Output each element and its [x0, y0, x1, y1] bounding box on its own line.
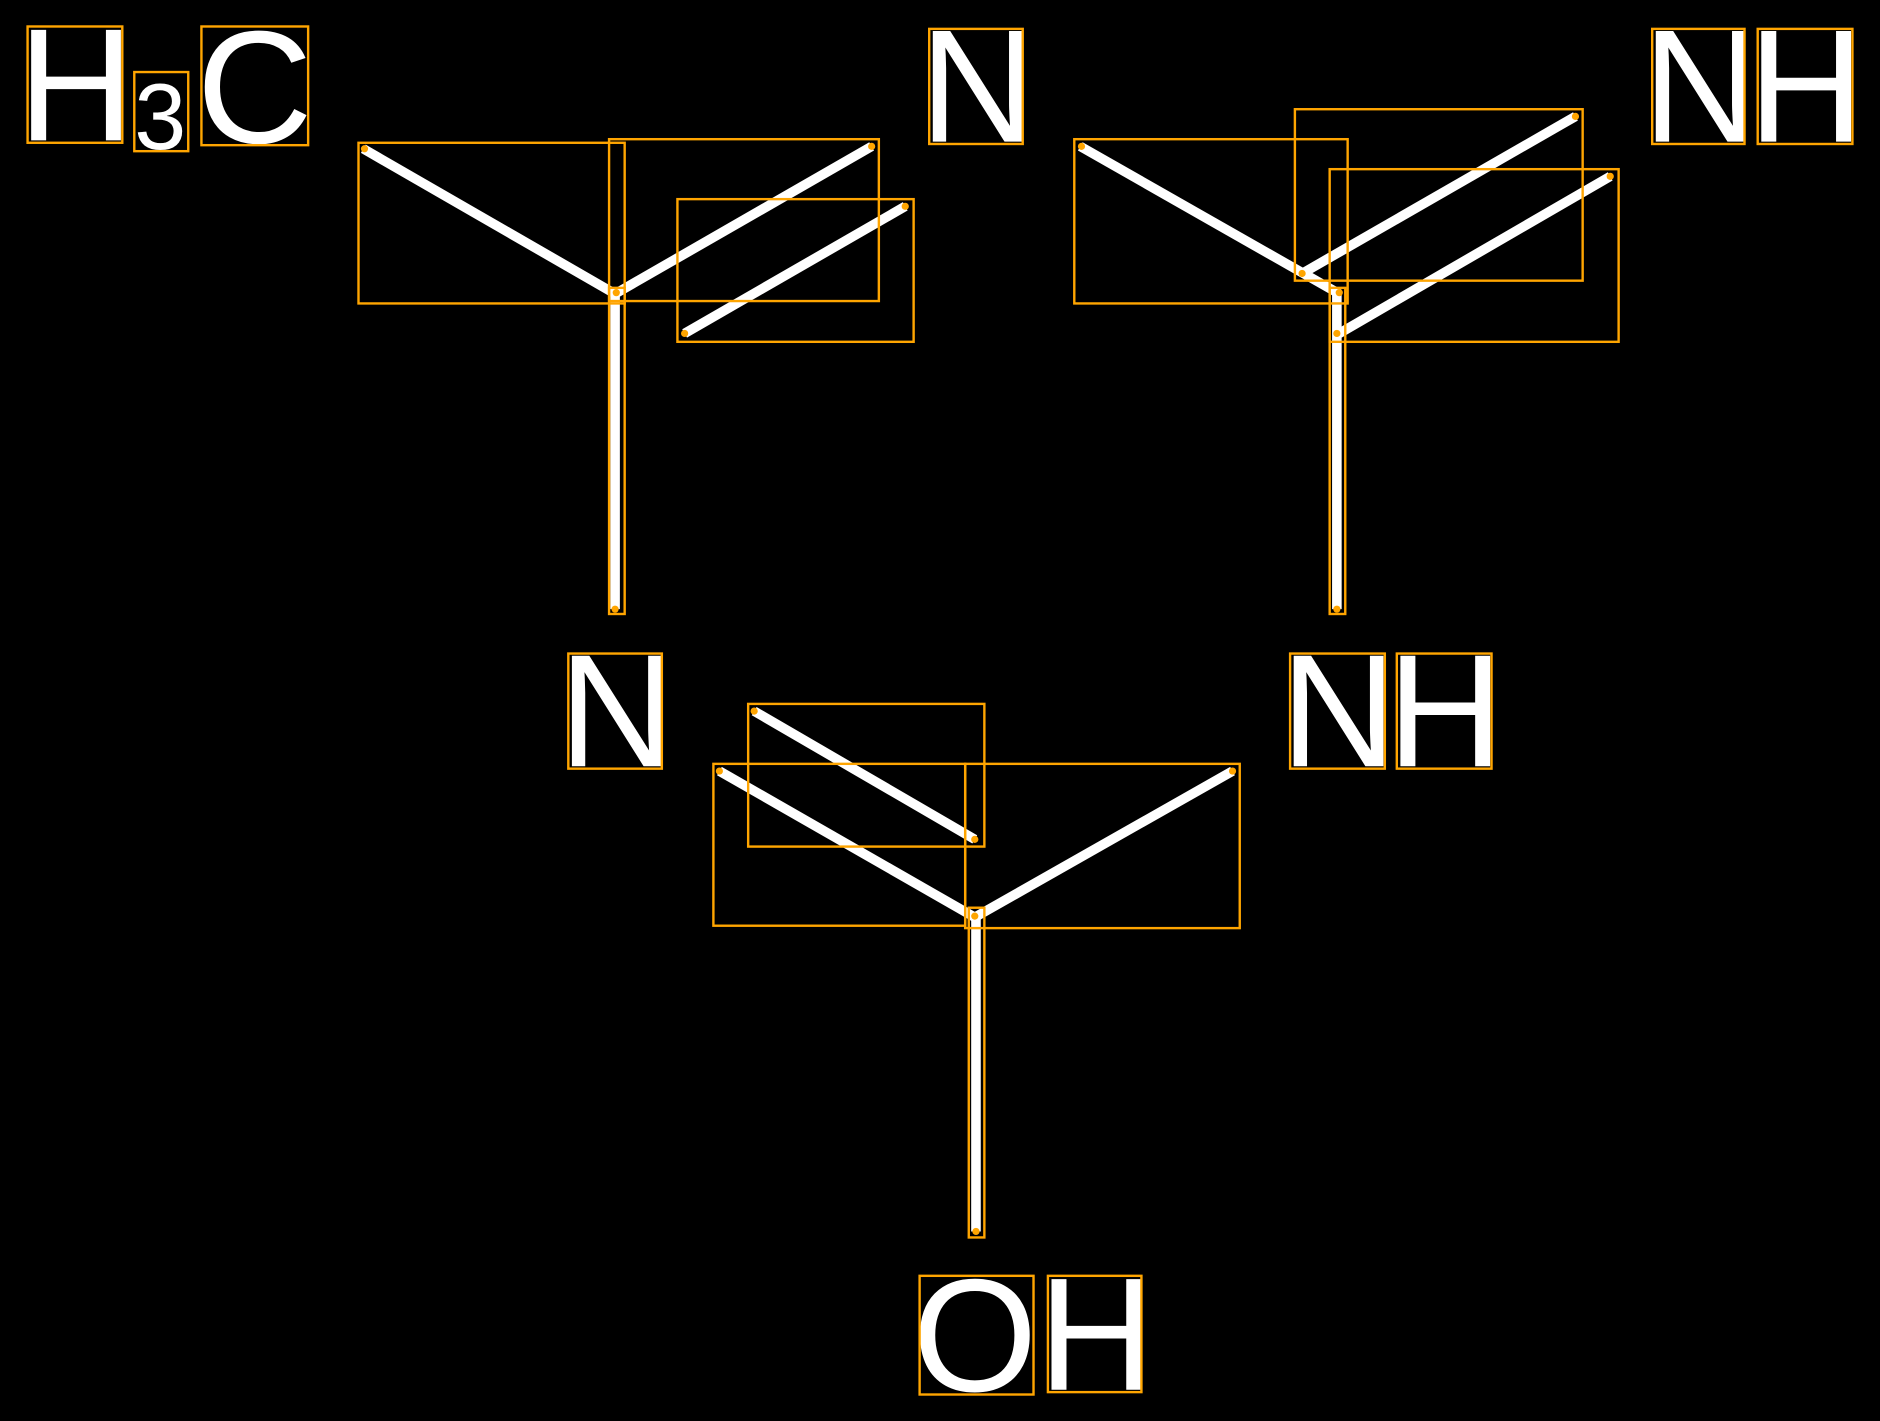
atom-label-n: N — [559, 622, 675, 801]
atom-point — [971, 912, 979, 920]
atom-label-c: C — [197, 0, 313, 178]
double-bond-line — [751, 706, 978, 844]
bond — [972, 766, 1235, 922]
atom-label-h: H — [1038, 1246, 1154, 1421]
label-box — [1046, 1274, 1143, 1394]
label-box — [26, 25, 124, 144]
atom-point — [868, 142, 876, 150]
atom-label-h: H — [1387, 622, 1503, 801]
atom-point — [972, 1227, 980, 1236]
label-box — [1650, 27, 1746, 146]
label-box — [918, 1274, 1035, 1396]
atom-label-n: N — [1281, 622, 1397, 801]
label-box — [133, 70, 190, 153]
atom-label-h: H — [18, 0, 134, 175]
atom-subscript-3: 3 — [134, 64, 186, 169]
label-box — [200, 25, 310, 147]
atom-label-n: N — [1643, 0, 1759, 177]
atom-point — [611, 605, 619, 613]
double-bond-line — [1336, 172, 1613, 338]
double-bond-line — [682, 202, 908, 338]
fragment-3 — [712, 702, 1241, 1239]
label-box — [1395, 652, 1493, 770]
bond-box — [1293, 108, 1584, 282]
label-box — [928, 27, 1024, 146]
bond-box — [1328, 286, 1347, 616]
bond-box — [607, 137, 881, 303]
bond — [360, 144, 618, 299]
atom-point — [1298, 269, 1306, 278]
bond-box — [357, 141, 626, 305]
atom-point — [1228, 767, 1237, 775]
atom-point — [715, 767, 723, 775]
bond-box — [607, 286, 626, 616]
atom-point — [1333, 605, 1341, 613]
fragment-2 — [1073, 108, 1620, 616]
bond-box — [1328, 167, 1620, 344]
atom-label-n: N — [920, 0, 1036, 177]
atom-point — [612, 289, 620, 297]
atom-point — [1606, 172, 1614, 180]
bond-box — [676, 197, 915, 344]
label-box — [1288, 652, 1387, 770]
atom-point — [1333, 329, 1341, 338]
label-box — [1756, 27, 1854, 146]
bond — [717, 766, 978, 922]
atom-point — [1077, 142, 1086, 150]
bond-box — [746, 702, 986, 848]
label-box — [567, 652, 664, 770]
atom-point — [750, 707, 758, 715]
bond-box — [1073, 137, 1349, 305]
atom-point — [1571, 112, 1580, 121]
fragment-1 — [357, 137, 915, 616]
atom-point — [1335, 289, 1343, 297]
atom-label-h: H — [1748, 0, 1864, 177]
atom-point — [971, 835, 979, 843]
atom-point — [681, 329, 689, 338]
atom-labels: H 3 C N N H N N H O H — [18, 0, 1864, 1421]
bond — [612, 142, 875, 299]
bond-box — [967, 906, 986, 1239]
atom-point — [360, 145, 369, 153]
atom-point — [901, 202, 909, 210]
